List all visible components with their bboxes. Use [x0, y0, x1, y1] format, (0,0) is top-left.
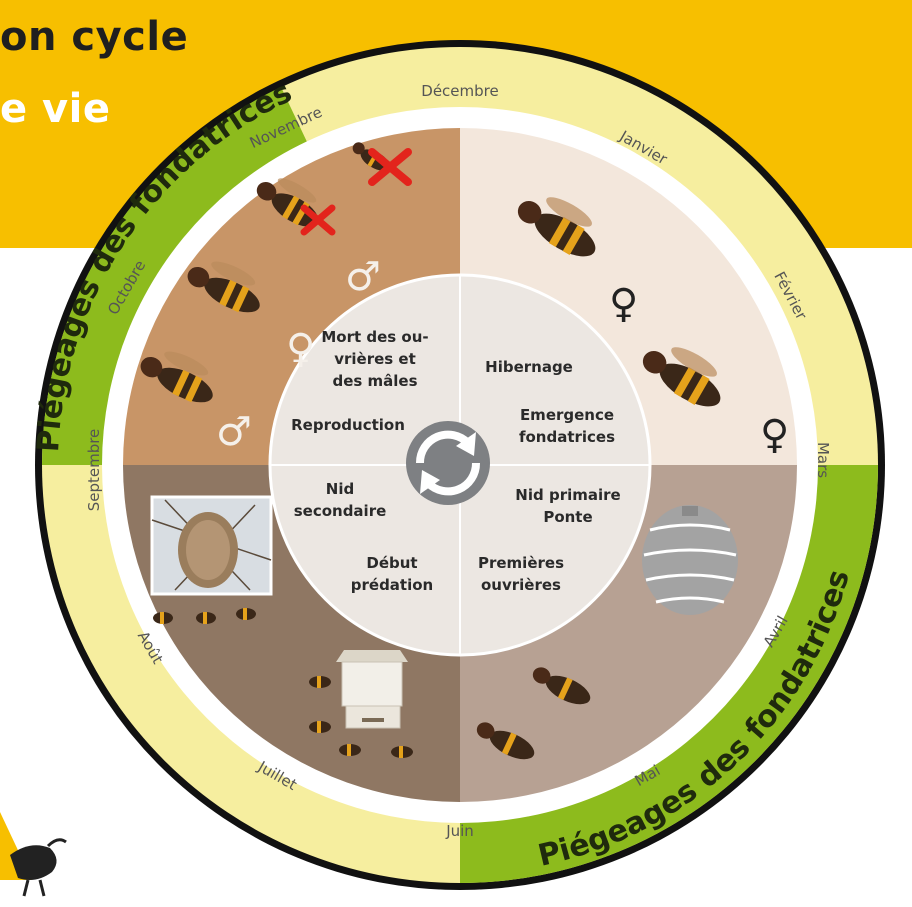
label-secondary-2: secondaire: [294, 502, 387, 520]
label-predation-1: Début: [366, 554, 417, 572]
center-labels: Mort des ou- vrières et des mâles Reprod…: [291, 328, 621, 594]
dead-mark-icon: [368, 148, 412, 186]
male-symbol-bottom: ♂: [216, 409, 252, 455]
hornet-icon: [391, 746, 413, 758]
page-title-line-2: e vie: [0, 86, 111, 132]
month-decembre: Décembre: [421, 82, 498, 100]
beehive-icon: [336, 650, 408, 729]
hornet-icon: [339, 744, 361, 756]
primary-nest-icon: [642, 505, 738, 615]
page-title-line-1: on cycle: [0, 14, 189, 60]
hornet-icon: [140, 351, 213, 403]
hornet-icon: [476, 722, 535, 760]
label-emergence-1: Emergence: [520, 406, 614, 424]
hornet-icon: [196, 612, 216, 624]
label-predation-2: prédation: [351, 576, 433, 594]
label-secondary-1: Nid: [326, 480, 354, 498]
month-septembre: Septembre: [85, 429, 103, 512]
label-primary-1: Nid primaire: [515, 486, 620, 504]
hornet-icon: [187, 261, 260, 313]
label-emergence-2: fondatrices: [519, 428, 615, 446]
hornet-icon: [153, 612, 173, 624]
dead-mark-icon: [300, 204, 336, 236]
label-reproduction: Reproduction: [291, 416, 405, 434]
label-death-3: des mâles: [332, 372, 417, 390]
hornet-icon: [309, 721, 331, 733]
female-symbol-autumn: ♀: [286, 326, 315, 372]
label-primary-2: Ponte: [543, 508, 592, 526]
secondary-nest-photo: [150, 495, 273, 596]
hornet-icon: [236, 608, 256, 620]
female-symbol-february: ♀: [760, 412, 789, 458]
cycle-icon: [406, 421, 490, 505]
hornet-icon: [532, 667, 591, 705]
label-hibernation: Hibernage: [485, 358, 573, 376]
label-death-2: vrières et: [334, 350, 416, 368]
month-mars: Mars: [814, 442, 832, 478]
logo-icon: [0, 812, 67, 897]
male-symbol-top: ♂: [345, 254, 381, 300]
label-death-1: Mort des ou-: [321, 328, 428, 346]
hornet-icon: [256, 178, 319, 227]
month-juin: Juin: [445, 822, 474, 840]
female-symbol-january: ♀: [609, 281, 638, 327]
label-workers-2: ouvrières: [481, 576, 561, 594]
hornet-icon: [517, 197, 596, 257]
hornet-icon: [642, 347, 721, 407]
hornet-icon: [309, 676, 331, 688]
label-workers-1: Premières: [478, 554, 564, 572]
